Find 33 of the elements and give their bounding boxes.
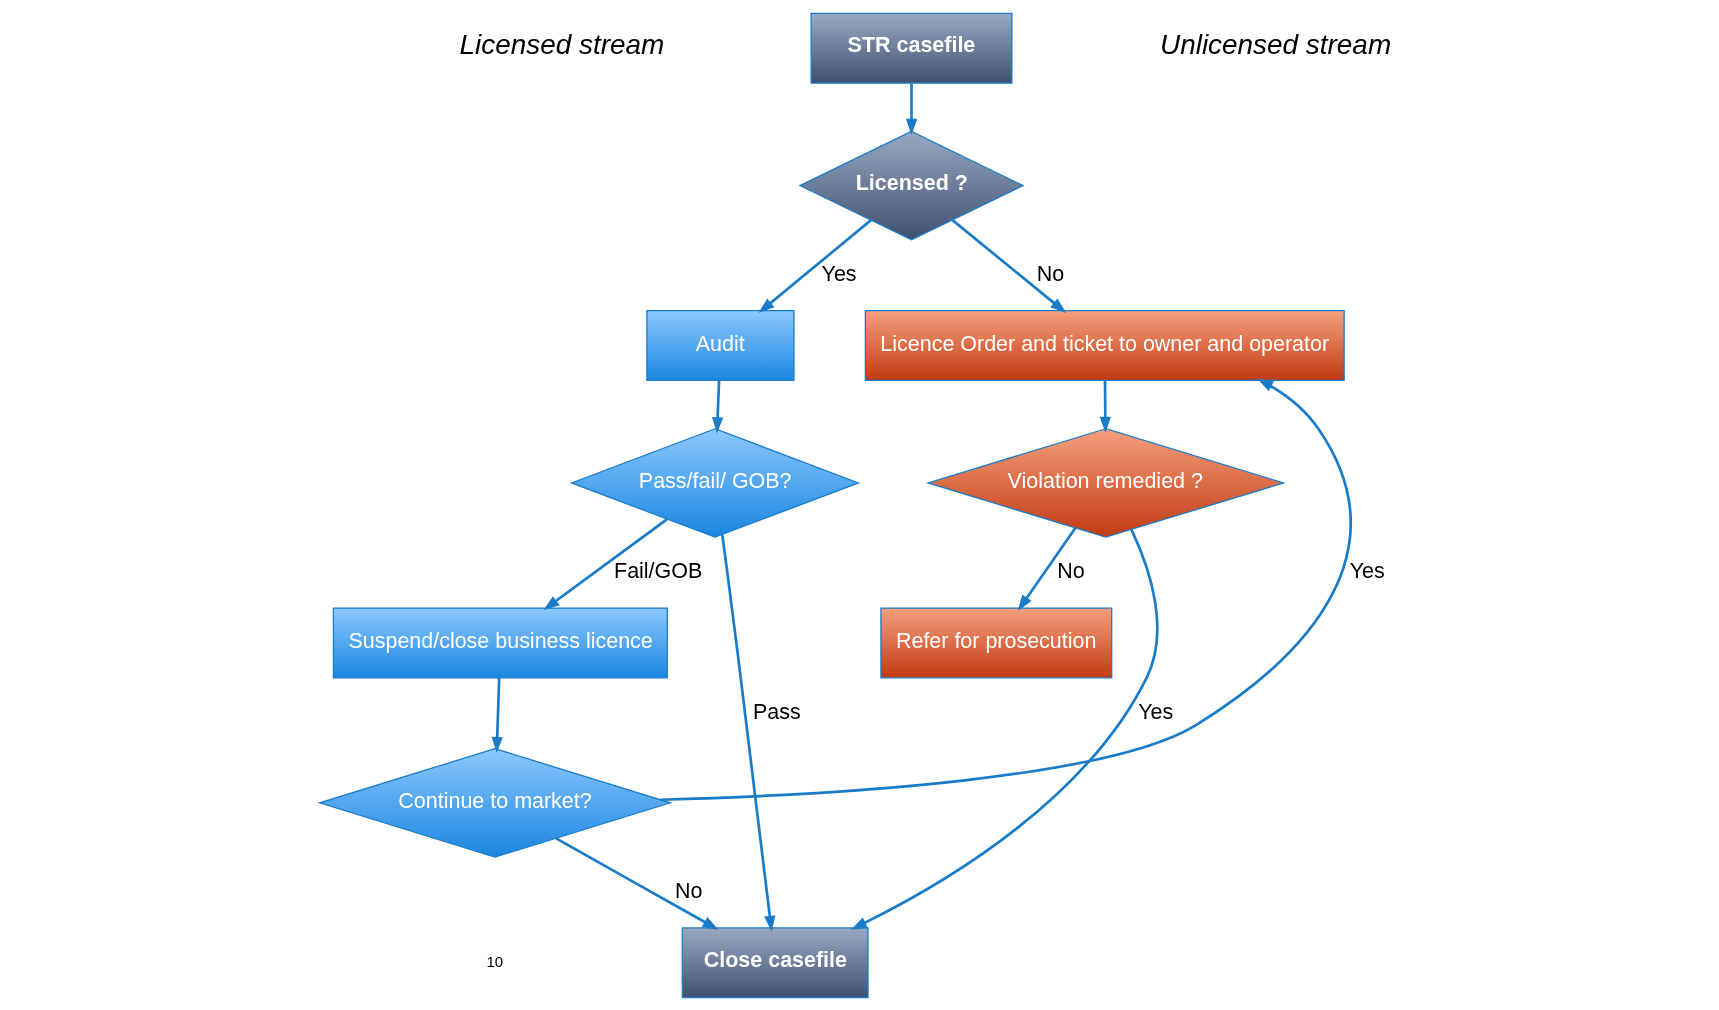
label: Unlicensed stream — [1160, 28, 1392, 60]
node-diamond: Licensed ? — [798, 130, 1025, 241]
label: 10 — [486, 952, 504, 970]
edge-label: Fail/GOB — [614, 558, 703, 583]
edge-label: No — [1036, 261, 1065, 286]
node-box: Licence Order and ticket to owner and operator — [864, 309, 1345, 381]
label: Licensed stream — [459, 28, 665, 60]
arrow — [758, 218, 872, 313]
arrow — [951, 218, 1067, 313]
node-box: Refer for prosecution — [880, 606, 1113, 678]
arrow — [491, 677, 503, 753]
node-box: STR casefile — [810, 12, 1013, 84]
arrow — [543, 517, 668, 610]
node-diamond: Pass/fail/ GOB? — [569, 427, 861, 538]
edge-label: Yes — [821, 261, 857, 286]
edge-label: Pass — [752, 699, 801, 724]
arrow — [850, 528, 1159, 930]
node-box: Close casefile — [681, 926, 869, 998]
arrow — [1017, 526, 1077, 611]
edge-label: Yes — [1138, 699, 1174, 724]
arrow — [1099, 380, 1111, 433]
arrow — [555, 836, 719, 930]
edge-label: No — [1057, 558, 1085, 583]
arrow — [720, 534, 776, 932]
node-box: Suspend/close business licence — [332, 606, 668, 678]
node-box: Audit — [646, 309, 795, 381]
node-diamond: Violation remedied ? — [925, 427, 1286, 538]
arrow — [660, 378, 1352, 801]
edge-label: Yes — [1349, 558, 1385, 583]
edge-label: No — [675, 878, 703, 903]
node-diamond: Continue to market? — [317, 747, 673, 858]
arrow — [905, 82, 918, 135]
arrow — [711, 380, 724, 433]
